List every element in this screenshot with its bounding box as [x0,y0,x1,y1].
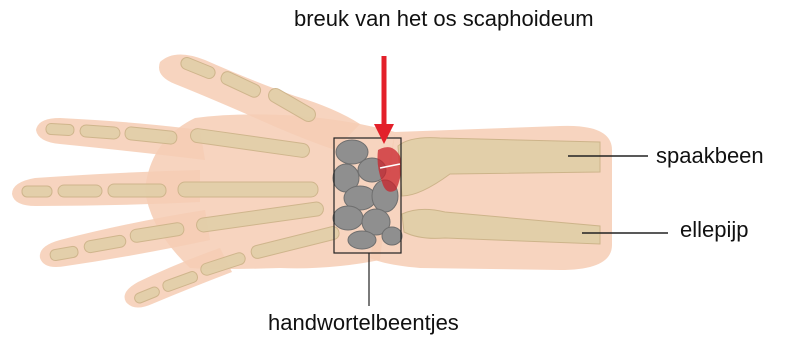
ulna-label: ellepijp [680,217,749,243]
fracture-label: breuk van het os scaphoideum [294,6,594,32]
carpals-label: handwortelbeentjes [268,310,459,336]
radius-label: spaakbeen [656,143,764,169]
